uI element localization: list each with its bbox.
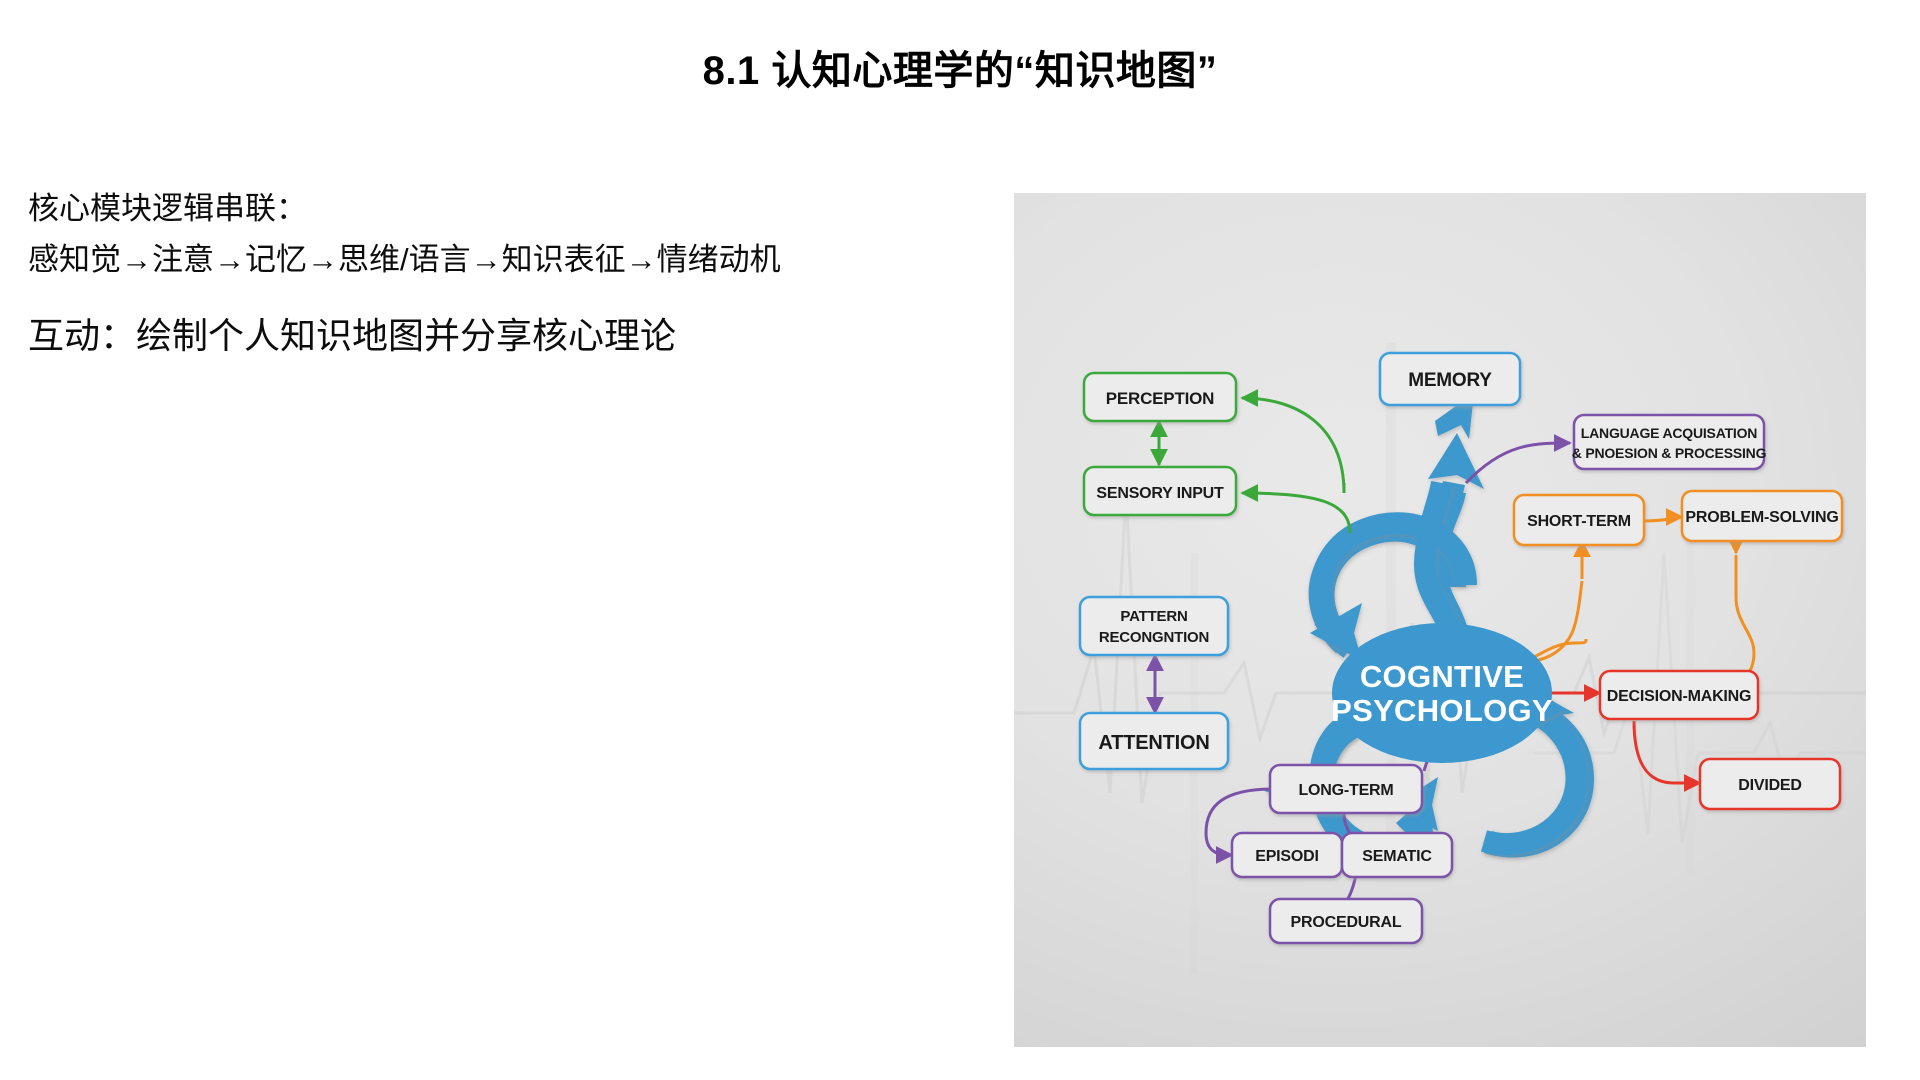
node-attention-label: ATTENTION (1098, 732, 1209, 754)
node-perception[interactable] (1082, 371, 1238, 423)
node-sensory-input-label: SENSORY INPUT (1096, 485, 1224, 502)
node-pattern-recognition-label-line2: RECONGNTION (1099, 629, 1209, 646)
node-language-label-line1: LANGUAGE ACQUISATION (1581, 425, 1758, 441)
node-divided[interactable] (1698, 757, 1842, 811)
central-node-label-line1: COGNTIVE (1360, 659, 1524, 694)
node-pattern-recognition-label-line1: PATTERN (1120, 608, 1187, 625)
node-long-term[interactable] (1268, 763, 1424, 815)
node-sematic[interactable] (1340, 831, 1454, 879)
node-problem-solving[interactable] (1680, 489, 1844, 543)
node-long-term-label: LONG-TERM (1298, 782, 1393, 799)
edge-longterm-to-episodi (1204, 787, 1275, 864)
node-decision-making-label: DECISION-MAKING (1607, 688, 1752, 705)
node-sematic-label: SEMATIC (1362, 848, 1432, 865)
green-edges (1150, 389, 1352, 534)
node-decision-making[interactable] (1598, 669, 1760, 721)
node-divided-label: DIVIDED (1738, 777, 1802, 794)
node-attention[interactable] (1078, 711, 1230, 771)
node-episodi-label: EPISODI (1255, 848, 1319, 865)
central-node-cognitive-psychology[interactable] (1332, 623, 1552, 763)
text-line-core-modules: 核心模块逻辑串联： (28, 191, 307, 226)
text-line-interaction: 互动：绘制个人知识地图并分享核心理论 (28, 315, 677, 357)
node-procedural[interactable] (1268, 897, 1424, 945)
page-title: 8.1 认知心理学的“知识地图” (702, 49, 1218, 93)
edge-center-to-perception (1240, 389, 1346, 494)
node-pattern-recognition[interactable] (1078, 595, 1230, 657)
edge-center-to-language (1464, 434, 1572, 485)
node-language-label-line2: & PNOESION & PROCESSING (1572, 445, 1767, 461)
arrowhead-memory (1428, 433, 1484, 489)
node-short-term-label: SHORT-TERM (1527, 513, 1631, 530)
node-memory-label: MEMORY (1408, 370, 1492, 391)
edge-decision-to-divided (1632, 720, 1702, 792)
node-memory[interactable] (1378, 351, 1522, 407)
left-text-column: 核心模块逻辑串联： 感知觉→注意→记忆→思维/语言→知识表征→情绪动机 互动：绘… (28, 185, 988, 368)
node-language-acquisition[interactable] (1572, 413, 1766, 471)
mindmap-diagram-panel: COGNTIVE PSYCHOLOGY MEMORY PERCEPTION SE… (1014, 193, 1866, 1047)
purple-edges-language (1464, 434, 1572, 485)
node-perception-label: PERCEPTION (1106, 389, 1215, 408)
node-procedural-label: PROCEDURAL (1291, 914, 1402, 931)
arrowhead-center-left (1310, 603, 1362, 661)
edge-shortterm-to-problemsolving (1641, 508, 1684, 527)
node-sensory-input[interactable] (1082, 465, 1238, 517)
node-problem-solving-label: PROBLEM-SOLVING (1685, 509, 1838, 526)
node-short-term[interactable] (1512, 493, 1646, 547)
text-line-module-chain: 感知觉→注意→记忆→思维/语言→知识表征→情绪动机 (28, 242, 781, 278)
edge-center-to-sensory (1240, 484, 1352, 534)
central-node-label-line2: PSYCHOLOGY (1331, 693, 1553, 728)
